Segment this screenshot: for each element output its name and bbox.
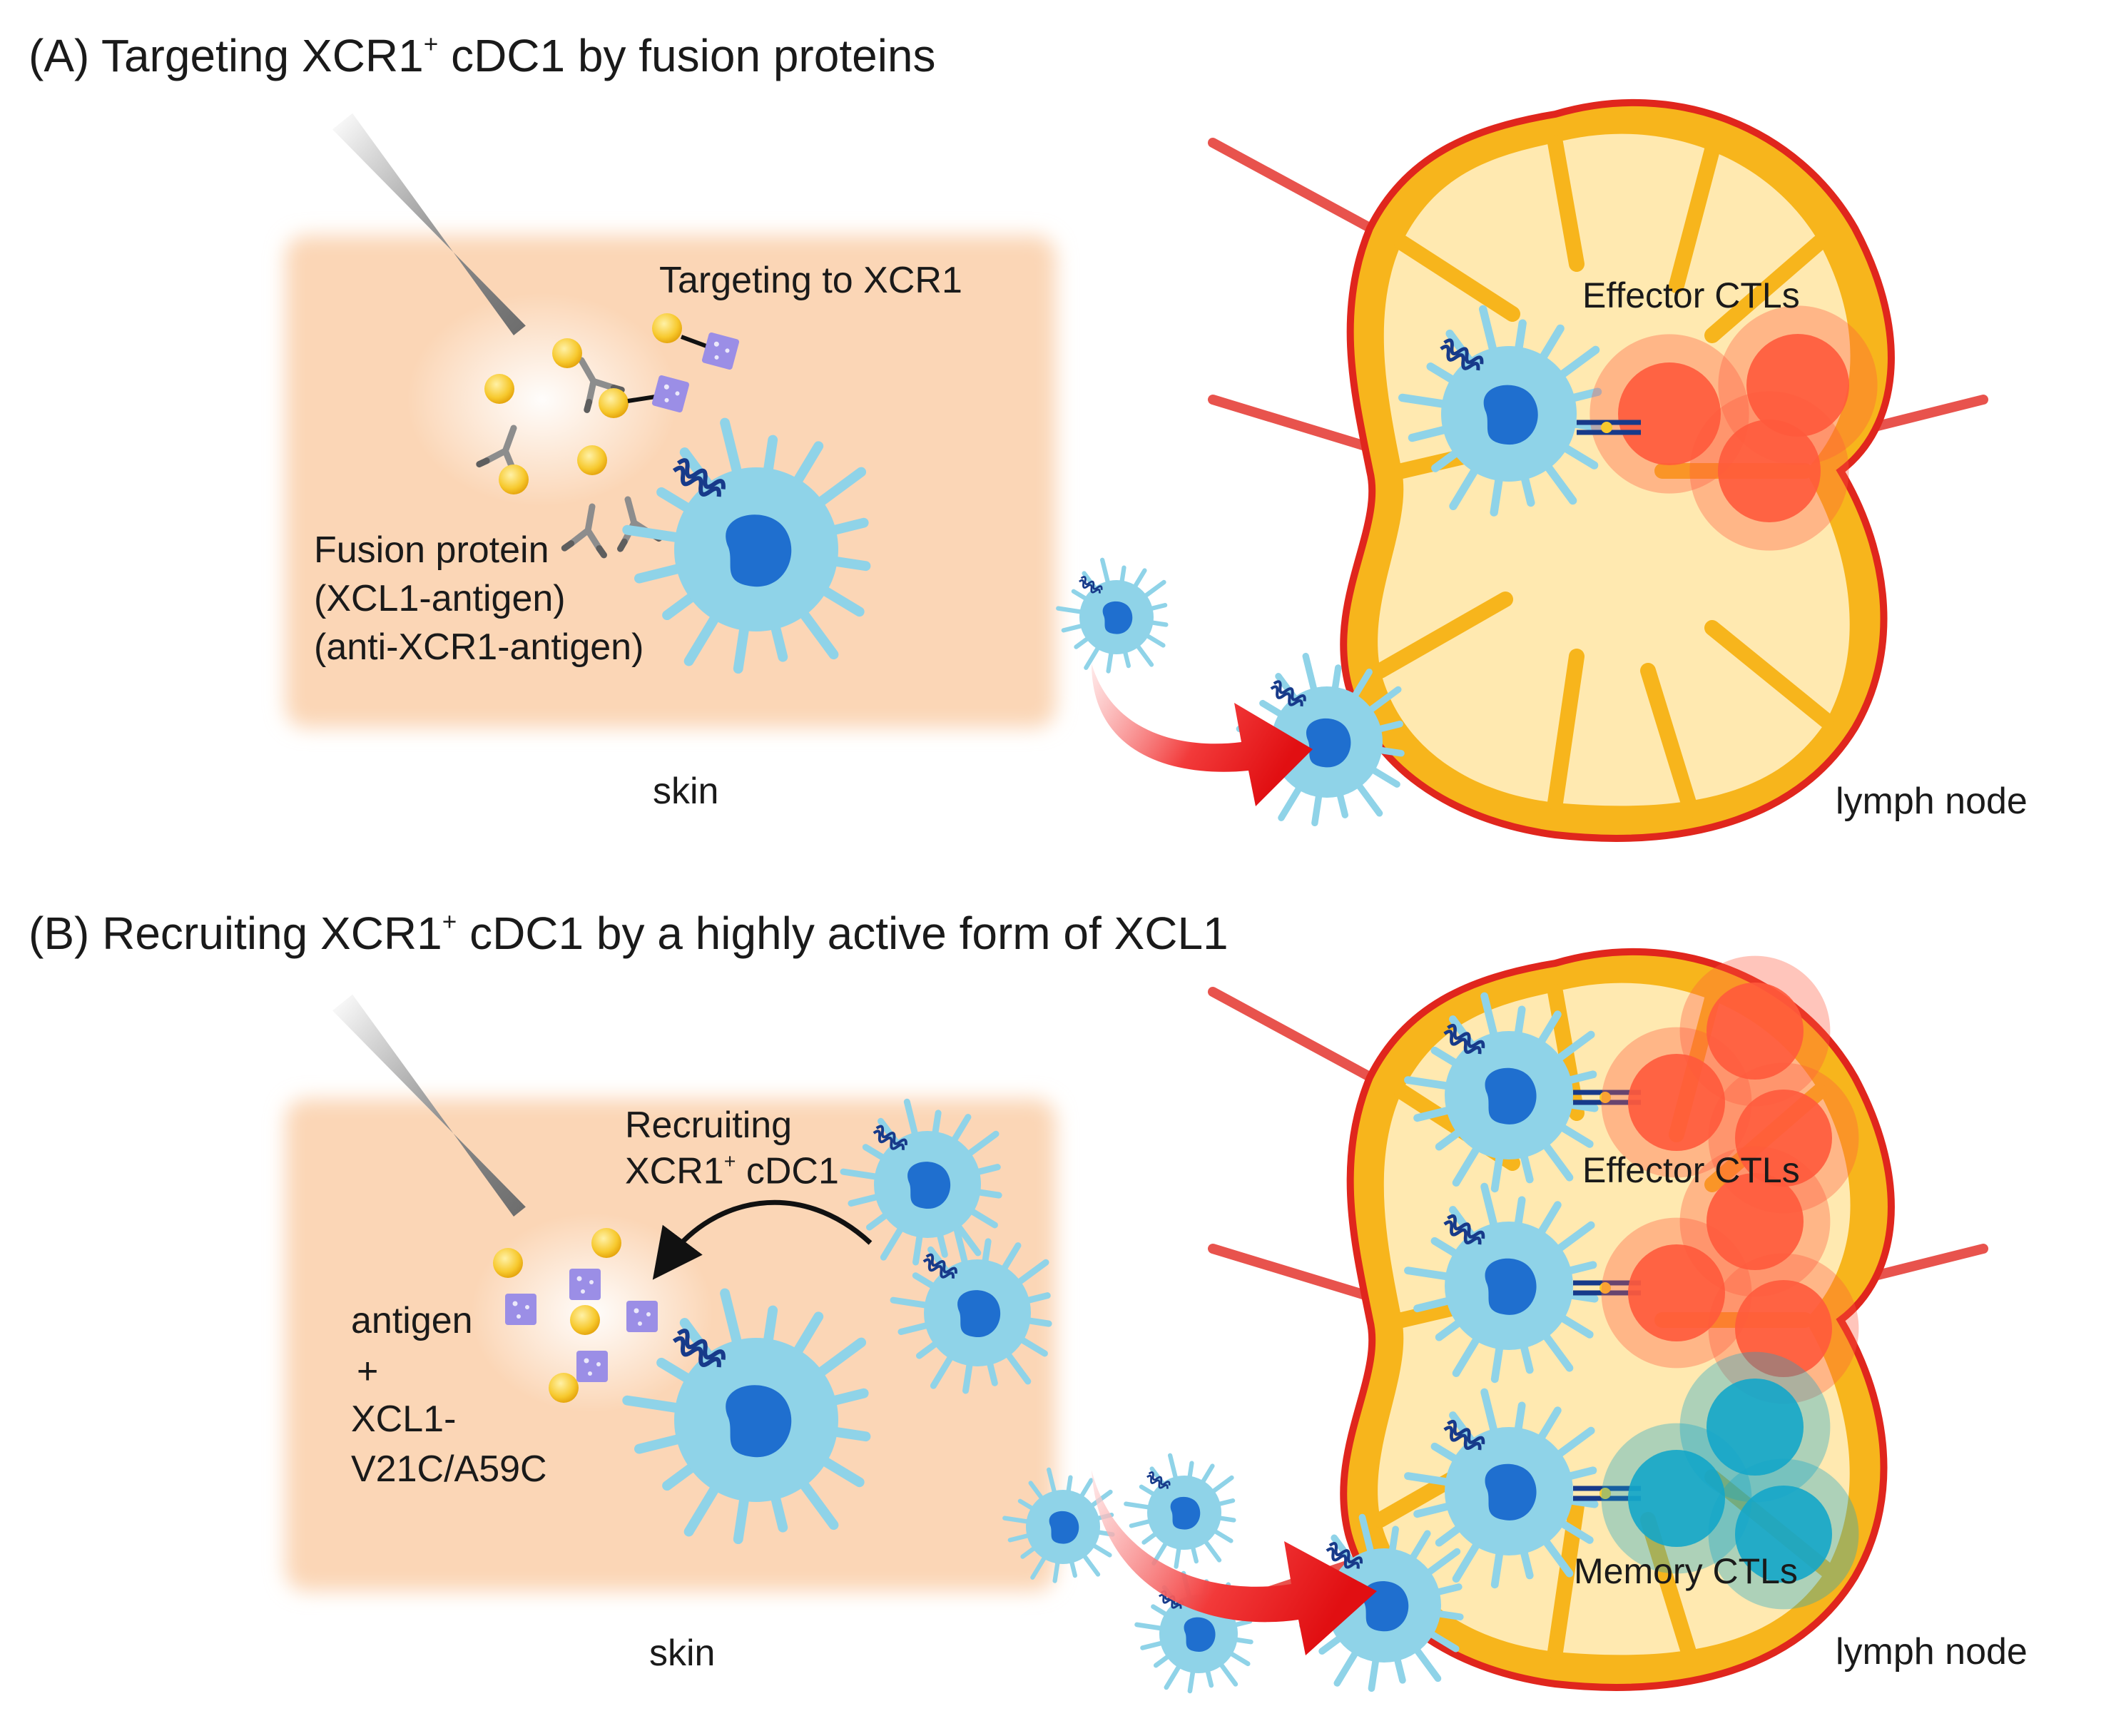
xcl1-ball-icon [1599, 1282, 1611, 1294]
lymph-label-a: lymph node [1836, 781, 2028, 822]
panel-b-title-suffix: cDC1 by a highly active form of XCL1 [457, 908, 1229, 959]
syringe-needle-a [332, 113, 526, 335]
xcl1-ball-icon [552, 338, 582, 368]
xcl1-ball-icon [499, 465, 529, 494]
migration-arrow-b [1092, 1470, 1377, 1655]
panel-a-title-suffix: cDC1 by fusion proteins [438, 30, 936, 81]
memory-ctl-b3a [1601, 1423, 1752, 1574]
effector-ctl-b1b [1679, 955, 1831, 1107]
dendritic-cell-skin-b [622, 1288, 871, 1545]
panel-a-title-sup: + [423, 30, 439, 59]
xcl1-ball-icon [484, 374, 514, 404]
memory-ctl-b3c [1708, 1458, 1859, 1610]
recruiting-label-2: XCR1+ cDC1 [625, 1150, 839, 1193]
antigen-cube-icon [505, 1294, 536, 1325]
xcl1-ball-icon [599, 388, 629, 418]
memory-ctl-b3b [1679, 1351, 1831, 1503]
dendritic-cell-node-b2 [1404, 1182, 1599, 1384]
effector-ctl-b2a [1601, 1217, 1752, 1369]
effector-ctl-a3 [1689, 391, 1849, 551]
dendritic-cell-migrating-a [1056, 557, 1169, 674]
xcl1-ball-icon [1601, 422, 1612, 433]
recruiting-label-1: Recruiting [625, 1105, 793, 1146]
recruiting-label-2-suffix: cDC1 [736, 1150, 839, 1192]
panel-a-title: (A) Targeting XCR1+ cDC1 by fusion prote… [29, 30, 936, 83]
xcl1-ball-icon [577, 445, 607, 475]
dendritic-cell-migrating-b1 [1002, 1467, 1115, 1583]
syringe-needle-b [332, 994, 526, 1217]
dendritic-cell-migrating-b2 [1124, 1453, 1236, 1569]
dendritic-cell-node-b3 [1404, 1388, 1599, 1589]
fusion-label-3: (anti-XCR1-antigen) [314, 626, 644, 668]
skin-label-a: skin [653, 771, 719, 812]
dendritic-cell-node-a [1398, 305, 1604, 517]
dendritic-cell-recruited-b2 [890, 1227, 1052, 1394]
dendritic-cell-node-b1 [1404, 992, 1599, 1193]
migration-arrow-a [1092, 664, 1313, 806]
xcl1-ball-icon [652, 313, 682, 343]
xcl1-label-1: XCL1- [351, 1399, 457, 1440]
injection-glow-a [407, 293, 678, 507]
xcl1-ball-icon [1599, 1488, 1611, 1499]
dendritic-cell-skin-a [622, 417, 871, 674]
panel-b-title: (B) Recruiting XCR1+ cDC1 by a highly ac… [29, 908, 1229, 960]
xcl1-ball-icon [493, 1248, 523, 1278]
effector-ctl-a1 [1590, 334, 1749, 494]
panel-b-title-sup: + [442, 908, 457, 936]
antigen-cube-icon [626, 1301, 658, 1332]
xcl1-ball-icon [591, 1228, 621, 1258]
antigen-cube-icon [576, 1351, 608, 1382]
effector-ctl-b1a [1601, 1027, 1752, 1178]
xcl1-ball-icon [570, 1305, 600, 1335]
recruit-arrow [652, 1199, 873, 1280]
plus-label: + [357, 1351, 379, 1392]
dendritic-cell-recruited-b1 [840, 1098, 1002, 1266]
lymph-label-b: lymph node [1836, 1631, 2028, 1672]
xcl1-ball-icon [549, 1373, 579, 1403]
fusion-label-1: Fusion protein [314, 529, 549, 571]
fusion-label-2: (XCL1-antigen) [314, 578, 566, 619]
antigen-label: antigen [351, 1300, 473, 1341]
effector-label-a: Effector CTLs [1582, 275, 1800, 315]
targeting-label: Targeting to XCR1 [659, 260, 962, 301]
effector-ctl-b2c [1708, 1253, 1859, 1404]
skin-label-b: skin [649, 1633, 716, 1674]
antigen-cube-icon [569, 1269, 601, 1300]
xcl1-label-2: V21C/A59C [351, 1448, 547, 1490]
dendritic-cell-entering-b [1291, 1513, 1464, 1692]
effector-label-b: Effector CTLs [1582, 1150, 1800, 1190]
memory-label: Memory CTLs [1574, 1551, 1798, 1591]
recruiting-label-2-prefix: XCR1 [625, 1150, 724, 1192]
linker-line [680, 335, 708, 348]
xcl1-ball-icon [1599, 1092, 1611, 1103]
panel-b-title-prefix: (B) Recruiting XCR1 [29, 908, 442, 959]
panel-a-title-prefix: (A) Targeting XCR1 [29, 30, 424, 81]
recruiting-label-2-sup: + [723, 1150, 736, 1173]
effector-ctl-b2b [1679, 1146, 1831, 1297]
